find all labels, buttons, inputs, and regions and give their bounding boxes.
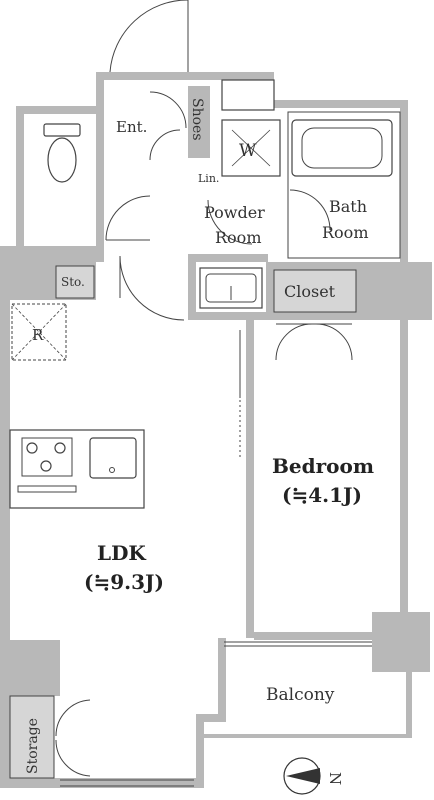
compass: N	[283, 757, 344, 795]
label-storage: Storage	[25, 718, 41, 774]
label-bath-line2: Room	[322, 223, 368, 242]
label-ldk: LDK	[97, 541, 146, 565]
label-bath-line1: Bath	[329, 197, 367, 216]
label-linen: Lin.	[198, 172, 219, 185]
label-refrigerator: R	[32, 326, 44, 344]
label-washer: W	[239, 141, 257, 161]
label-ldk-size: (≒9.3J)	[84, 570, 164, 594]
walls	[0, 72, 432, 788]
compass-north-label: N	[326, 772, 344, 785]
label-powder-line2: Room	[215, 228, 261, 247]
label-bedroom-size: (≒4.1J)	[282, 483, 362, 507]
fixtures	[9, 0, 401, 787]
label-powder-line1: Powder	[204, 203, 265, 222]
label-balcony: Balcony	[266, 685, 335, 705]
label-closet: Closet	[284, 282, 336, 301]
north-arrow-icon	[286, 768, 320, 784]
label-entrance: Ent.	[116, 118, 147, 136]
label-shoes: Shoes	[189, 98, 205, 141]
room-labels: Ent. Shoes W Lin. Powder Room Bath Room …	[25, 98, 374, 774]
label-storage-small: Sto.	[61, 275, 85, 289]
label-bedroom: Bedroom	[272, 454, 374, 478]
